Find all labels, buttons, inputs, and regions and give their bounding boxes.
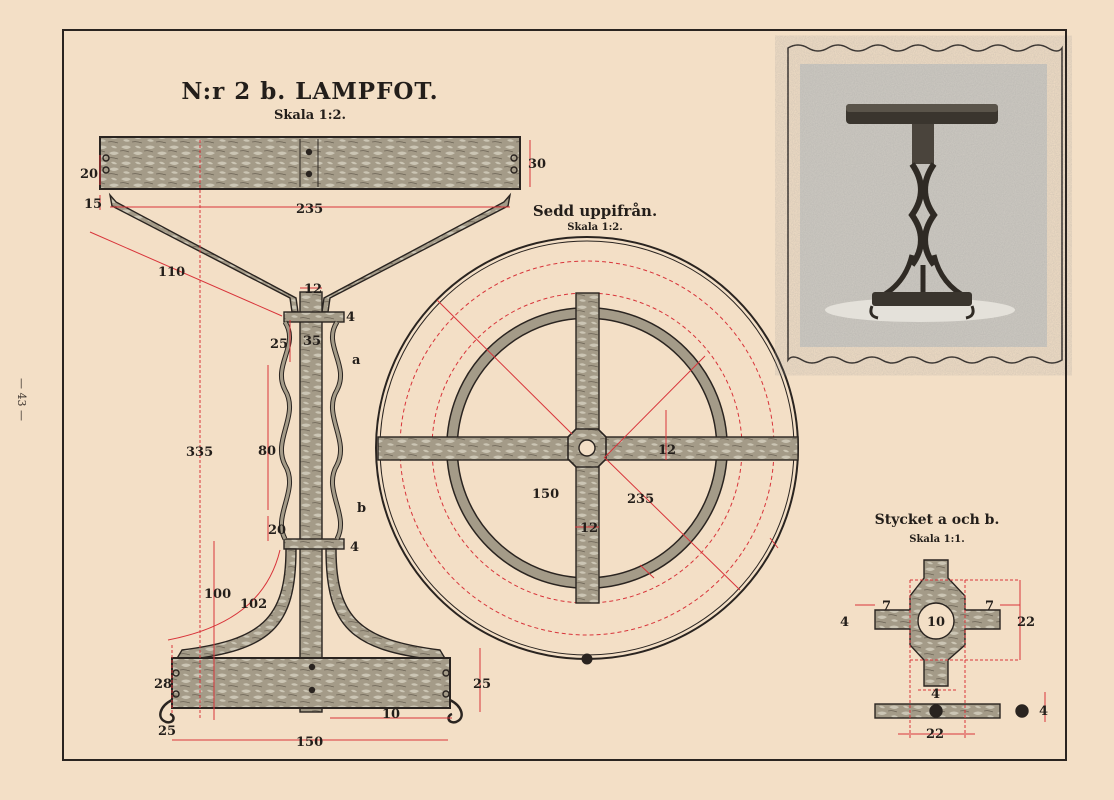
collar-b bbox=[283, 538, 345, 550]
detail-piece bbox=[855, 559, 1046, 740]
dim-25-right: 25 bbox=[473, 677, 491, 692]
scroll-foot-left bbox=[159, 698, 175, 724]
detail-center-hole bbox=[917, 602, 955, 640]
dim-150-side: 150 bbox=[296, 735, 323, 750]
dim-35: 35 bbox=[303, 334, 321, 349]
dim-detail-7-left: 7 bbox=[882, 599, 891, 614]
dim-top-150: 150 bbox=[532, 487, 559, 502]
plate-title: N:r 2 b. LAMPFOT. bbox=[181, 78, 439, 105]
dim-detail-22-bottom: 22 bbox=[926, 727, 944, 742]
detail-title: Stycket a och b. bbox=[874, 512, 1000, 528]
scroll-foot-right bbox=[447, 698, 463, 724]
dim-100: 100 bbox=[204, 587, 231, 602]
side-elevation bbox=[99, 136, 521, 724]
dim-28: 28 bbox=[154, 677, 172, 692]
central-stem bbox=[299, 291, 323, 713]
dim-top-12-a: 12 bbox=[658, 443, 676, 458]
dim-detail-4-left: 4 bbox=[840, 615, 849, 630]
side-dimension-lines bbox=[89, 140, 531, 741]
dim-10: 10 bbox=[382, 707, 400, 722]
dim-top-235: 235 bbox=[627, 492, 654, 507]
dim-25-a: 25 bbox=[270, 337, 288, 352]
detail-rod-section bbox=[1015, 704, 1029, 718]
top-view-title: Sedd uppifrån. bbox=[532, 202, 658, 220]
dim-4-a: 4 bbox=[346, 310, 355, 325]
dim-detail-7-right: 7 bbox=[985, 599, 994, 614]
dim-80: 80 bbox=[258, 444, 276, 459]
dim-335: 335 bbox=[186, 445, 213, 460]
dim-detail-22-right: 22 bbox=[1017, 615, 1035, 630]
top-view bbox=[375, 236, 799, 665]
dim-30: 30 bbox=[528, 157, 546, 172]
dim-110: 110 bbox=[158, 265, 185, 280]
label-part-a: a bbox=[352, 353, 361, 368]
collar-a bbox=[283, 311, 345, 323]
dim-12-stem: 12 bbox=[304, 282, 322, 297]
dim-102: 102 bbox=[240, 597, 267, 612]
dim-4-b: 4 bbox=[350, 540, 359, 555]
detail-scale: Skala 1:1. bbox=[909, 534, 965, 545]
dim-detail-10: 10 bbox=[927, 615, 945, 630]
top-view-scale: Skala 1:2. bbox=[567, 222, 623, 233]
page-number: — 43 — bbox=[15, 378, 28, 421]
dim-20-b: 20 bbox=[268, 523, 286, 538]
dim-235-side: 235 bbox=[296, 202, 323, 217]
top-ring-band bbox=[99, 136, 521, 190]
dim-25-foot: 25 bbox=[158, 724, 176, 739]
plate-title-scale: Skala 1:2. bbox=[273, 108, 347, 123]
dim-15: 15 bbox=[84, 197, 102, 212]
dim-20-top: 20 bbox=[80, 167, 98, 182]
plate-border bbox=[62, 29, 1067, 761]
lamp-photograph bbox=[787, 44, 1063, 364]
label-part-b: b bbox=[357, 501, 366, 516]
dim-detail-4-rod: 4 bbox=[1039, 704, 1048, 719]
dim-top-12-b: 12 bbox=[580, 521, 598, 536]
dim-detail-4-mid: 4 bbox=[931, 687, 940, 702]
